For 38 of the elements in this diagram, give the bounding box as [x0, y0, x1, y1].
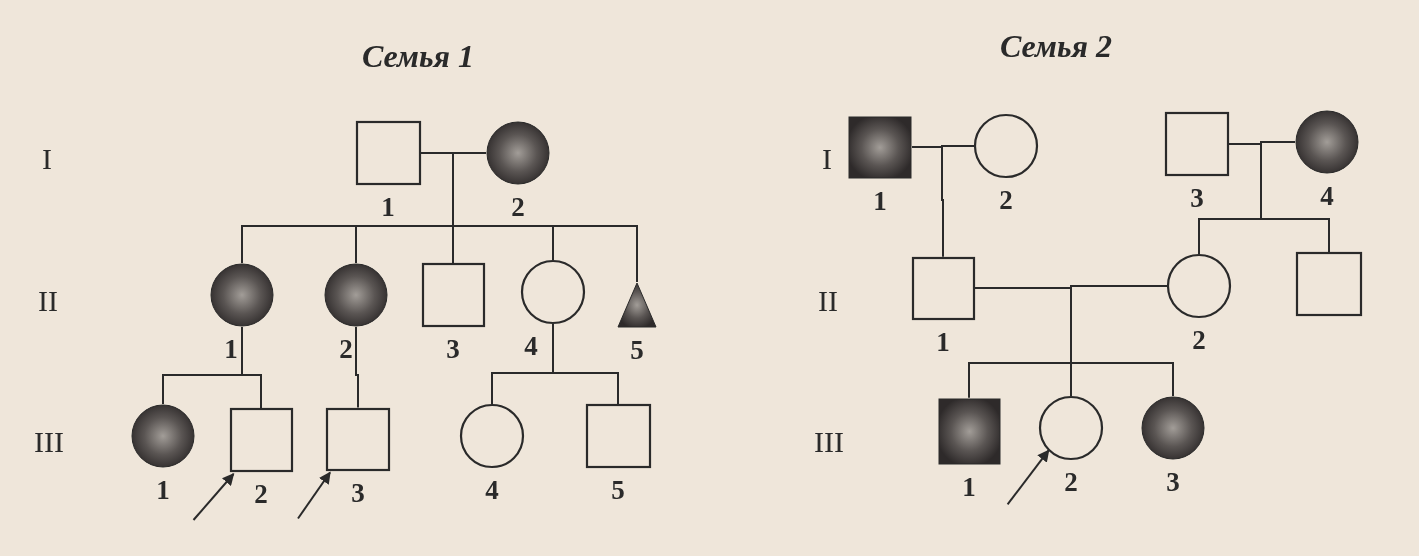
generation-numeral: III: [814, 427, 844, 457]
generation-numeral: I: [42, 144, 52, 174]
individual-number: 3: [351, 479, 365, 507]
individual-number: 1: [381, 194, 395, 221]
individual-number: 4: [1320, 183, 1334, 210]
individual-number: 3: [1190, 185, 1204, 212]
individual-number: 4: [485, 477, 499, 504]
individual-number: 1: [156, 477, 170, 504]
descent-line: [552, 323, 619, 405]
individual-number: 5: [630, 337, 644, 364]
generation-numeral: III: [34, 427, 64, 457]
proband-arrow: [192, 473, 235, 521]
individual-number: 5: [611, 477, 625, 504]
individual-number: 2: [999, 187, 1013, 214]
descent-line: [941, 145, 975, 258]
individual-number: 1: [936, 328, 950, 356]
descent-line: [452, 152, 638, 283]
individual-number: 2: [339, 336, 353, 363]
family-heading: Семья 1: [362, 40, 474, 72]
individual-number: 1: [224, 336, 238, 363]
descent-line: [1260, 141, 1330, 253]
proband-arrow: [1006, 449, 1050, 506]
generation-numeral: II: [818, 286, 838, 316]
family-heading: Семья 2: [1000, 30, 1112, 62]
individual-number: 2: [1064, 469, 1078, 496]
individual-number: 3: [1166, 469, 1180, 496]
individual-number: 3: [446, 336, 460, 363]
descent-line: [241, 326, 262, 409]
individual-number: 1: [962, 473, 976, 501]
individual-number: 1: [873, 187, 887, 215]
individual-number: 4: [524, 333, 538, 360]
proband-arrow: [297, 471, 331, 520]
individual-number: 2: [254, 481, 268, 508]
generation-numeral: I: [822, 144, 832, 174]
generation-numeral: II: [38, 286, 58, 316]
individual-number: 2: [511, 194, 525, 221]
individual-number: 2: [1192, 327, 1206, 354]
descent-line: [355, 326, 359, 409]
